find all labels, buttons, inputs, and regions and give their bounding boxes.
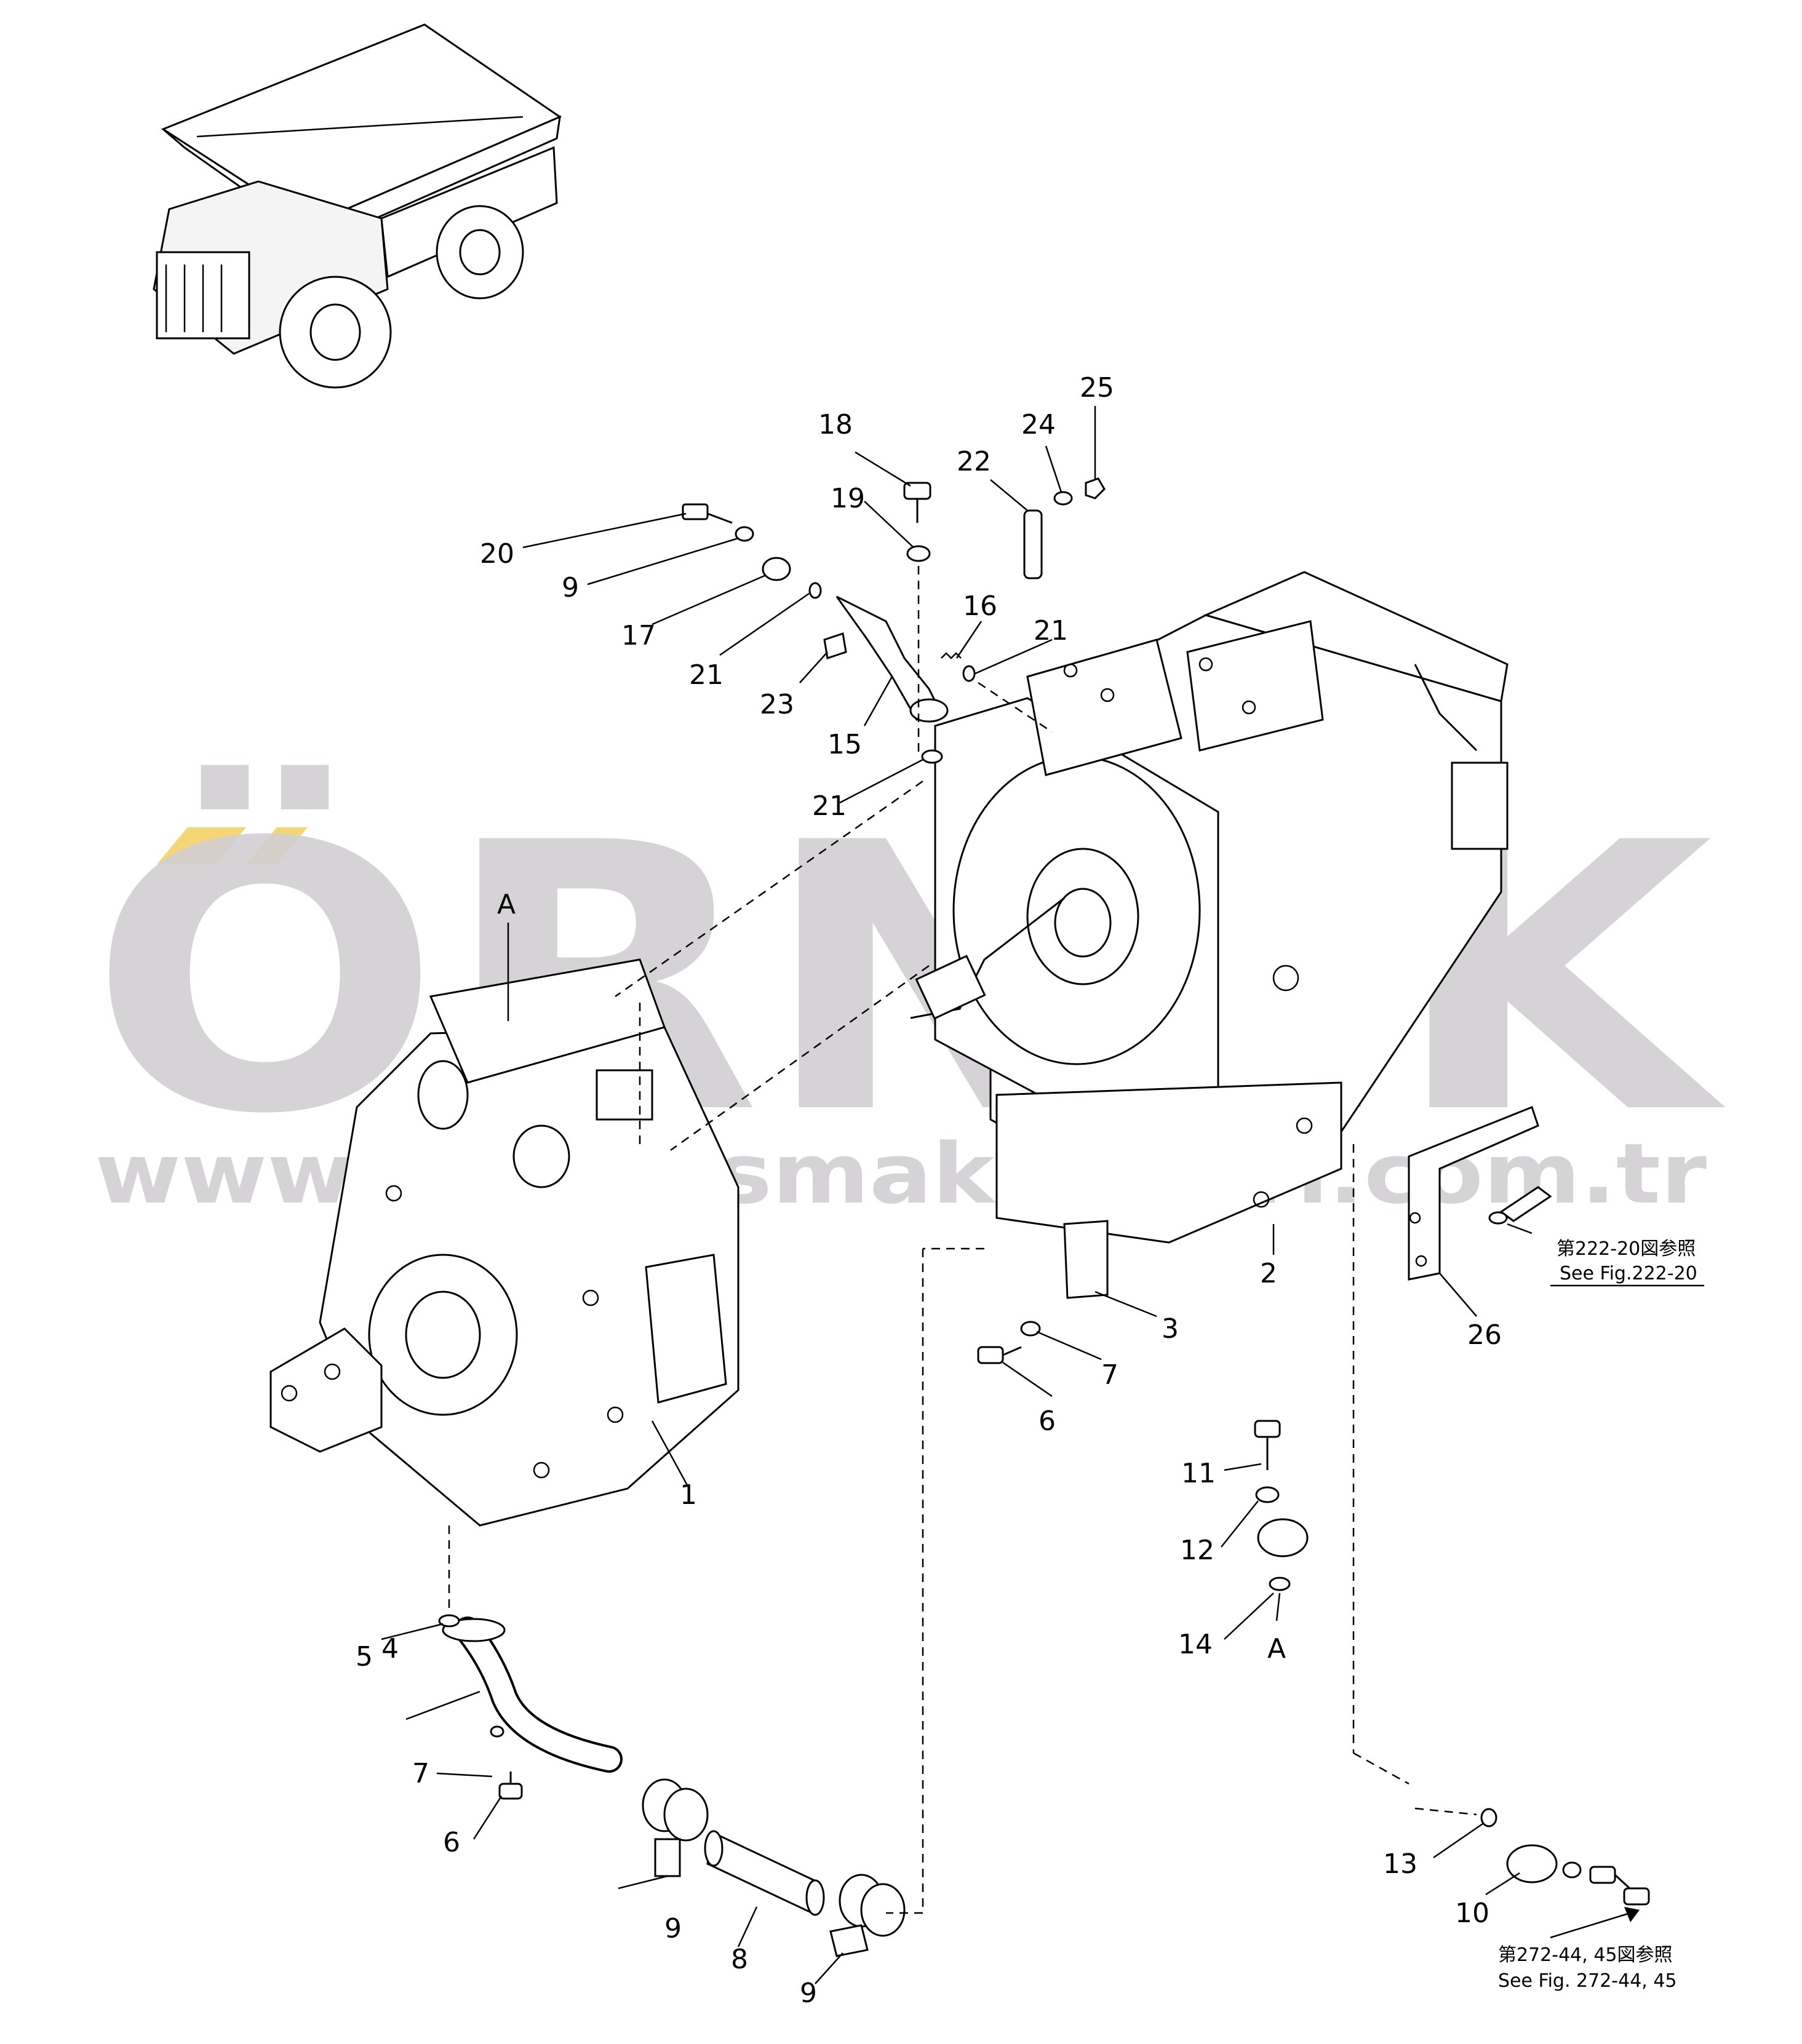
callout-9-right-clamp: 9 [800,1978,817,2009]
pipe-3 [950,1220,1109,1299]
callout-15: 15 [827,729,862,760]
pipe-4 [442,1617,623,1773]
callout-10: 10 [1455,1898,1489,1929]
callout-7-upper: 7 [1101,1359,1118,1391]
callout-18: 18 [818,409,853,440]
reference-A-upper: A [497,889,516,920]
clamp-9-left [642,1778,709,1877]
callout-11: 11 [1181,1458,1216,1489]
callout-8: 8 [731,1944,748,1975]
callout-3: 3 [1162,1313,1179,1345]
ref-fig-222-jp: 第222-20図参照 [1557,1238,1696,1260]
watermark-umlaut-left [157,827,246,864]
hose-8 [704,1830,825,1916]
callout-6-lower: 6 [443,1827,460,1858]
callout-12: 12 [1180,1535,1214,1566]
figure-references: 第222-20図参照 See Fig.222-20 第272-44, 45図参照… [1498,1238,1697,1992]
callout-4: 4 [381,1633,399,1664]
bracket-26 [1408,1106,1552,1281]
leader-lines [381,406,1704,1984]
callout-6-upper: 6 [1039,1406,1056,1437]
ref-fig-222-en: See Fig.222-20 [1560,1263,1697,1284]
callout-1: 1 [680,1479,697,1511]
callout-20: 20 [480,538,514,570]
callout-2: 2 [1260,1258,1277,1289]
torque-converter-assembly [269,958,740,1527]
clamp-9-right [829,1874,906,1957]
callout-21-middle: 21 [812,790,847,822]
callout-7-lower: 7 [412,1758,429,1789]
callout-16: 16 [963,591,997,622]
callout-24: 24 [1021,409,1056,440]
callout-14: 14 [1178,1629,1213,1660]
ref-fig-272-jp: 第272-44, 45図参照 [1498,1944,1673,1966]
callout-22: 22 [957,446,991,477]
callout-21-upper-right: 21 [1034,615,1068,646]
callout-13: 13 [1383,1848,1417,1880]
callout-5: 5 [356,1641,373,1672]
small-hardware [438,477,1650,1906]
callout-21-upper-left: 21 [689,659,724,691]
callout-19: 19 [831,483,865,514]
callout-9-top: 9 [562,572,579,603]
callout-23: 23 [760,689,794,720]
reference-A-lower: A [1267,1633,1286,1664]
callout-labels: 1 2 3 4 5 6 6 7 7 8 9 9 9 10 11 12 13 14… [356,372,1502,2009]
callout-17: 17 [621,620,656,651]
transmission-assembly [910,571,1509,1244]
watermark-umlaut-right [246,827,308,864]
callout-25: 25 [1080,372,1114,404]
callout-9-left-clamp: 9 [664,1913,682,1944]
dump-truck-illustration [153,23,562,389]
tube-10 [1257,1518,1589,1883]
ref-fig-272-en: See Fig. 272-44, 45 [1498,1970,1677,1992]
callout-26: 26 [1467,1319,1502,1351]
